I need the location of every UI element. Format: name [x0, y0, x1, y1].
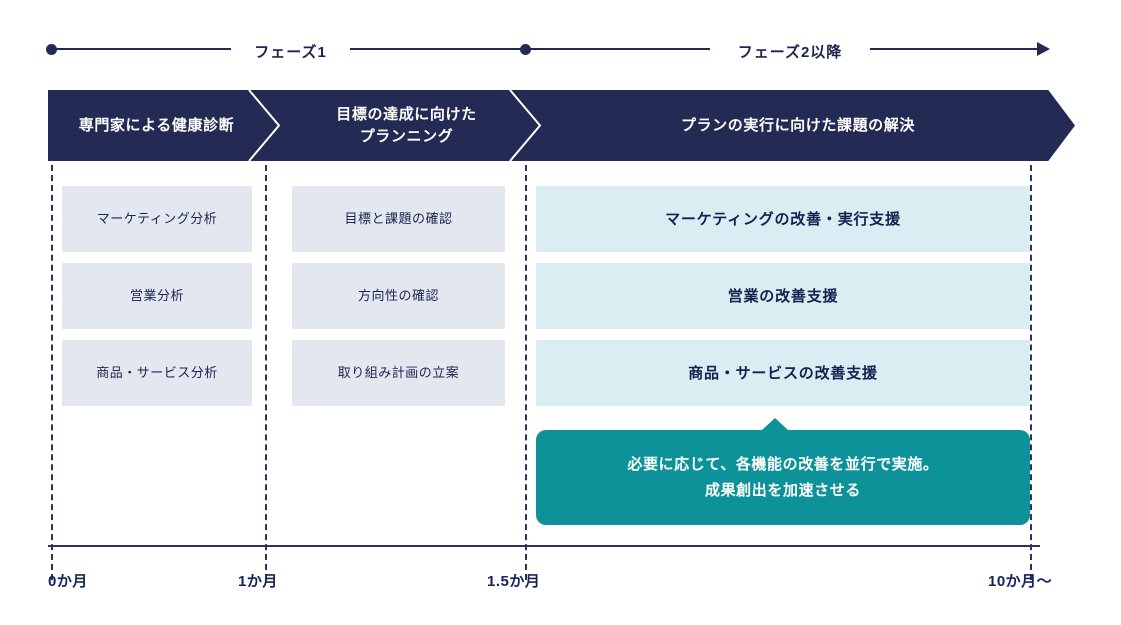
phase-1-label: フェーズ1: [254, 44, 327, 61]
guide-line-0months: [51, 165, 53, 580]
phase-banner: 専門家による健康診断 目標の達成に向けた プランニング プランの実行に向けた課題…: [48, 90, 1075, 161]
axis-tick-label-10months: 10か月〜: [988, 573, 1053, 590]
task-card-label: 営業の改善支援: [727, 287, 839, 305]
banner-segment-planning-label-line1: 目標の達成に向けた: [336, 105, 477, 123]
task-card-marketing-improvement[interactable]: マーケティングの改善・実行支援: [536, 186, 1030, 252]
task-card-label: マーケティング分析: [96, 210, 218, 226]
task-card-sales-analysis[interactable]: 営業分析: [62, 263, 252, 329]
task-card-label: 商品・サービス分析: [96, 364, 218, 380]
phase1-line-right: [350, 48, 522, 50]
phase-2-label: フェーズ2以降: [737, 44, 843, 61]
task-card-marketing-analysis[interactable]: マーケティング分析: [62, 186, 252, 252]
callout-line-2: 成果創出を加速させる: [704, 481, 861, 499]
callout-parallel-improvement: 必要に応じて、各機能の改善を並行で実施。 成果創出を加速させる: [536, 430, 1030, 525]
task-card-product-service-analysis[interactable]: 商品・サービス分析: [62, 340, 252, 406]
phase2-line-left: [530, 48, 710, 50]
phase2-line-right: [870, 48, 1038, 50]
task-card-direction-check[interactable]: 方向性の確認: [292, 263, 505, 329]
phase-divider-dot: [520, 44, 531, 55]
task-card-initiative-planning[interactable]: 取り組み計画の立案: [292, 340, 505, 406]
banner-segment-planning-label-line2: プランニング: [359, 127, 454, 145]
guide-line-1month: [265, 165, 267, 580]
axis-tick-label-1p5month: 1.5か月: [487, 573, 541, 590]
guide-line-1p5month: [525, 165, 527, 580]
banner-segment-execution-label: プランの実行に向けた課題の解決: [680, 116, 915, 134]
phase-timeline: フェーズ1 フェーズ2以降: [0, 0, 1121, 90]
task-card-label: 商品・サービスの改善支援: [688, 364, 878, 382]
task-card-label: 取り組み計画の立案: [337, 364, 460, 380]
axis-tick-label-0months: 0か月: [48, 573, 88, 590]
banner-chevron-separator-1: [248, 90, 282, 161]
task-card-label: マーケティングの改善・実行支援: [665, 210, 901, 228]
axis-tick-label-1month: 1か月: [238, 573, 278, 590]
banner-segment-diagnosis-label: 専門家による健康診断: [78, 116, 235, 134]
task-card-label: 方向性の確認: [357, 287, 439, 303]
guide-line-10months: [1030, 165, 1032, 580]
banner-segment-execution: プランの実行に向けた課題の解決: [548, 90, 1048, 161]
banner-segment-diagnosis: 専門家による健康診断: [48, 90, 265, 161]
banner-background: [48, 90, 1075, 161]
phase-start-dot: [46, 44, 57, 55]
callout-pointer-icon: [762, 418, 788, 430]
task-card-label: 目標と課題の確認: [344, 210, 453, 226]
time-axis-line: [48, 545, 1040, 547]
banner-chevron-separator-2: [509, 90, 543, 161]
phase-end-arrow-icon: [1037, 42, 1050, 56]
task-card-product-service-improvement[interactable]: 商品・サービスの改善支援: [536, 340, 1030, 406]
task-card-goal-issue-check[interactable]: 目標と課題の確認: [292, 186, 505, 252]
task-card-label: 営業分析: [129, 287, 184, 303]
callout-line-1: 必要に応じて、各機能の改善を並行で実施。: [627, 456, 939, 473]
banner-segment-planning: 目標の達成に向けた プランニング: [288, 90, 525, 161]
task-card-sales-improvement[interactable]: 営業の改善支援: [536, 263, 1030, 329]
phase1-line-left: [56, 48, 231, 50]
